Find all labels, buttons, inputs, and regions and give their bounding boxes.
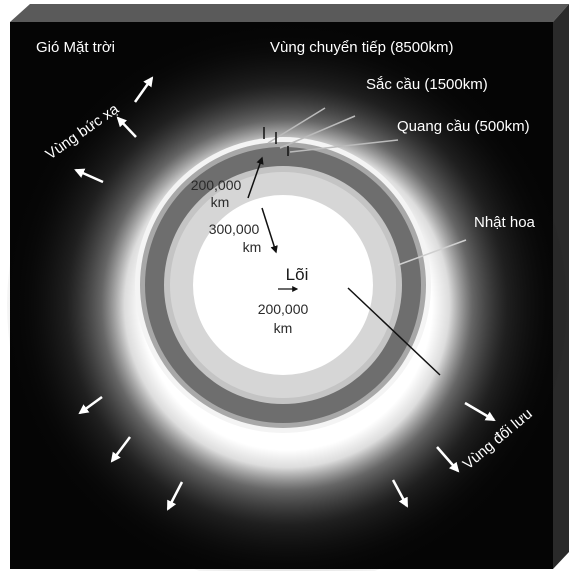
wind-arrow bbox=[166, 481, 184, 511]
wind-arrow bbox=[464, 401, 496, 422]
dimension-middle-unit: km bbox=[243, 239, 262, 255]
label-chromosphere: Sắc cầu (1500km) bbox=[366, 76, 488, 93]
core-dimension-value: 200,000 bbox=[258, 301, 309, 317]
dimension-middle-value: 300,000 bbox=[209, 221, 260, 237]
core-disc bbox=[193, 195, 373, 375]
wind-arrow bbox=[391, 479, 409, 508]
dimension-arrow-outer bbox=[247, 156, 264, 199]
wind-arrow bbox=[436, 446, 460, 473]
label-transition-zone: Vùng chuyển tiếp (8500km) bbox=[270, 39, 453, 56]
core-dimension-unit: km bbox=[274, 320, 293, 336]
wind-arrow bbox=[110, 436, 131, 463]
dimension-outer-value: 200,000 bbox=[191, 177, 242, 193]
wind-arrow bbox=[74, 168, 104, 184]
box-top-face bbox=[10, 4, 569, 22]
dimension-arrow-middle bbox=[261, 207, 278, 254]
dimension-outer-unit: km bbox=[211, 194, 230, 210]
wind-arrow bbox=[78, 395, 103, 415]
leader-transition bbox=[267, 107, 326, 144]
wind-arrow bbox=[133, 76, 154, 103]
leader-convection bbox=[347, 287, 441, 376]
label-photosphere: Quang cầu (500km) bbox=[397, 118, 530, 135]
leader-corona bbox=[397, 239, 467, 266]
leader-photosphere bbox=[289, 139, 399, 153]
label-corona: Nhật hoa bbox=[474, 214, 536, 231]
leader-chromosphere bbox=[279, 115, 356, 149]
wind-arrow bbox=[116, 116, 137, 138]
label-solar-wind: Gió Mặt trời bbox=[36, 39, 115, 56]
label-core: Lõi bbox=[286, 265, 309, 284]
solar-wind-arrows bbox=[74, 76, 496, 511]
